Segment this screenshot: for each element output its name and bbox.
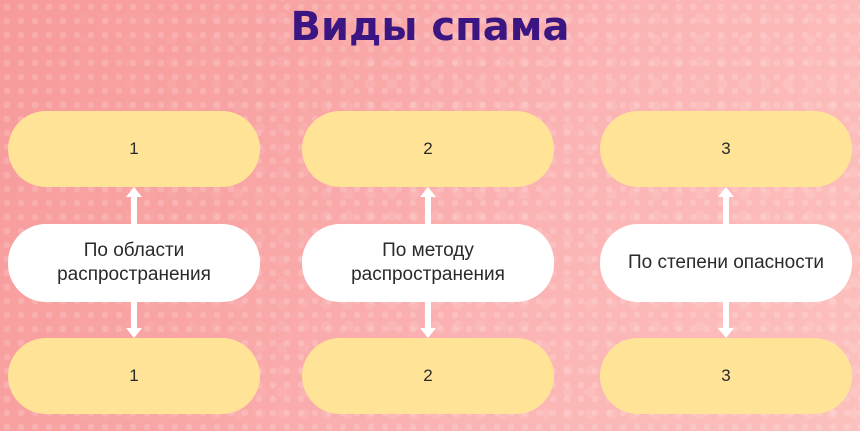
bottom-box-danger: 3 (600, 338, 852, 414)
top-box-danger: 3 (600, 111, 852, 187)
arrow-down-icon (718, 302, 734, 338)
page-title: Виды спама (290, 4, 570, 50)
top-box-method: 2 (302, 111, 554, 187)
column-danger: 3 По степени опасности 3 (600, 111, 852, 431)
bottom-box-method: 2 (302, 338, 554, 414)
top-box-area: 1 (8, 111, 260, 187)
arrow-up-icon (718, 187, 734, 224)
arrow-up-icon (126, 187, 142, 224)
arrow-down-icon (126, 302, 142, 338)
column-method: 2 По методу распространения 2 (302, 111, 554, 431)
arrow-down-icon (420, 302, 436, 338)
arrow-up-icon (420, 187, 436, 224)
column-area: 1 По области распространения 1 (8, 111, 260, 431)
category-box-method: По методу распространения (302, 224, 554, 302)
category-box-area: По области распространения (8, 224, 260, 302)
category-box-danger: По степени опасности (600, 224, 852, 302)
bottom-box-area: 1 (8, 338, 260, 414)
